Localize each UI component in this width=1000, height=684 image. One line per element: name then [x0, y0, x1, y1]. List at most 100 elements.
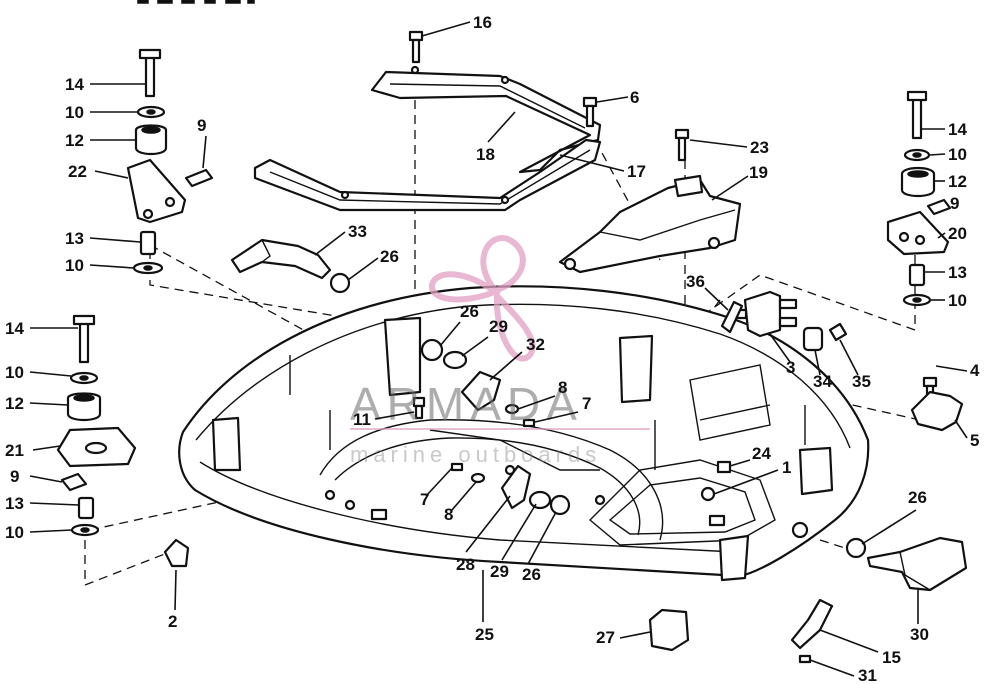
leader-line-4 — [935, 365, 968, 372]
callout-labels: 1661817231914101292213103326141012920131… — [5, 13, 980, 684]
leader-line-10b — [89, 264, 135, 269]
leader-line-13a — [89, 237, 141, 243]
callout-label-26b: 26 — [460, 302, 479, 321]
mount-stack-upper-left — [126, 48, 214, 275]
watermark-tagline: marine outboards — [350, 442, 601, 467]
callout-label-13c: 13 — [5, 494, 24, 513]
callout-label-28: 28 — [456, 555, 475, 574]
callout-label-10a: 10 — [65, 103, 84, 122]
callout-label-12c: 12 — [5, 394, 24, 413]
callout-label-27: 27 — [596, 628, 615, 647]
callout-label-22: 22 — [68, 162, 87, 181]
callout-label-14b: 14 — [948, 120, 967, 139]
leader-line-28 — [465, 495, 511, 553]
leader-line-29a — [461, 336, 489, 357]
callout-label-10f: 10 — [5, 523, 24, 542]
callout-label-3: 3 — [786, 358, 795, 377]
callout-label-30: 30 — [910, 625, 929, 644]
leader-line-26b — [439, 321, 461, 347]
callout-label-21: 21 — [5, 441, 24, 460]
leader-line-36 — [704, 287, 729, 311]
callout-label-19: 19 — [749, 163, 768, 182]
leader-line-31 — [809, 659, 855, 677]
leader-line-10e — [29, 371, 72, 377]
leader-line-29b — [501, 503, 537, 561]
seal-frame-18 — [370, 70, 602, 174]
callout-label-7b: 7 — [420, 490, 429, 509]
callout-label-15: 15 — [882, 648, 901, 667]
callout-label-34: 34 — [813, 372, 832, 391]
callout-label-9b: 9 — [950, 194, 959, 213]
callout-label-26c: 26 — [522, 565, 541, 584]
leader-line-9a — [202, 135, 207, 169]
leader-line-6 — [596, 96, 629, 103]
callout-label-12b: 12 — [948, 172, 967, 191]
callout-label-33: 33 — [348, 222, 367, 241]
callout-label-6: 6 — [630, 88, 639, 107]
mount-stack-lower-left — [56, 314, 137, 537]
bracket-19 — [558, 174, 742, 274]
callout-label-17: 17 — [627, 162, 646, 181]
mount-stack-upper-right — [886, 90, 952, 307]
leader-line-9c — [29, 475, 63, 483]
leader-line-32 — [489, 351, 523, 381]
callout-label-32: 32 — [526, 335, 545, 354]
leader-line-24 — [729, 459, 751, 467]
callout-label-4: 4 — [970, 361, 980, 380]
leader-line-10c — [929, 153, 946, 156]
leader-line-13c — [29, 502, 80, 506]
leader-line-26d — [861, 509, 917, 545]
leader-line-5 — [954, 419, 968, 439]
callout-label-20: 20 — [948, 224, 967, 243]
callout-label-13a: 13 — [65, 229, 84, 248]
callout-label-10d: 10 — [948, 291, 967, 310]
leader-line-20 — [937, 232, 946, 239]
leader-lines — [29, 21, 968, 677]
handle-30 — [866, 536, 968, 592]
leader-line-8a — [517, 395, 556, 410]
callout-label-5: 5 — [970, 431, 979, 450]
leader-line-22 — [94, 170, 129, 179]
callout-label-7a: 7 — [582, 394, 591, 413]
callout-label-12a: 12 — [65, 131, 84, 150]
callout-label-11: 11 — [353, 410, 371, 429]
leader-line-26a — [347, 257, 379, 281]
leader-line-1 — [713, 469, 779, 495]
callout-label-9a: 9 — [197, 116, 206, 135]
leader-line-16 — [421, 21, 471, 37]
callout-label-2: 2 — [168, 612, 177, 631]
leader-line-2 — [174, 569, 177, 611]
leader-line-11 — [374, 411, 415, 420]
callout-label-10e: 10 — [5, 363, 24, 382]
leader-line-35 — [839, 339, 859, 376]
callout-label-14c: 14 — [5, 319, 24, 338]
callout-label-25: 25 — [475, 625, 494, 644]
leader-line-34 — [814, 349, 821, 376]
leader-line-23 — [689, 139, 748, 148]
handle-33 — [230, 238, 332, 280]
lower-cowl-pan — [178, 285, 870, 582]
callout-label-24: 24 — [752, 444, 771, 463]
callout-label-29a: 29 — [489, 317, 508, 336]
leader-line-7b — [425, 467, 453, 497]
callout-label-26d: 26 — [908, 488, 927, 507]
callout-label-8a: 8 — [558, 378, 567, 397]
callout-label-29b: 29 — [490, 562, 509, 581]
leader-line-26c — [527, 511, 557, 565]
callout-label-23: 23 — [750, 138, 769, 157]
callout-label-35: 35 — [852, 372, 871, 391]
callout-label-9c: 9 — [10, 467, 19, 486]
callout-label-13b: 13 — [948, 263, 967, 282]
leader-line-10f — [29, 529, 73, 533]
watermark-brand: ARMADA — [350, 378, 583, 430]
callout-label-16: 16 — [473, 13, 492, 32]
leader-line-15 — [819, 629, 879, 653]
support-frame-17 — [253, 65, 602, 212]
leader-line-18 — [487, 111, 516, 143]
callout-label-26a: 26 — [380, 247, 399, 266]
callout-label-18: 18 — [476, 145, 495, 164]
leader-line-12c — [29, 402, 69, 406]
leader-line-8b — [451, 481, 477, 511]
